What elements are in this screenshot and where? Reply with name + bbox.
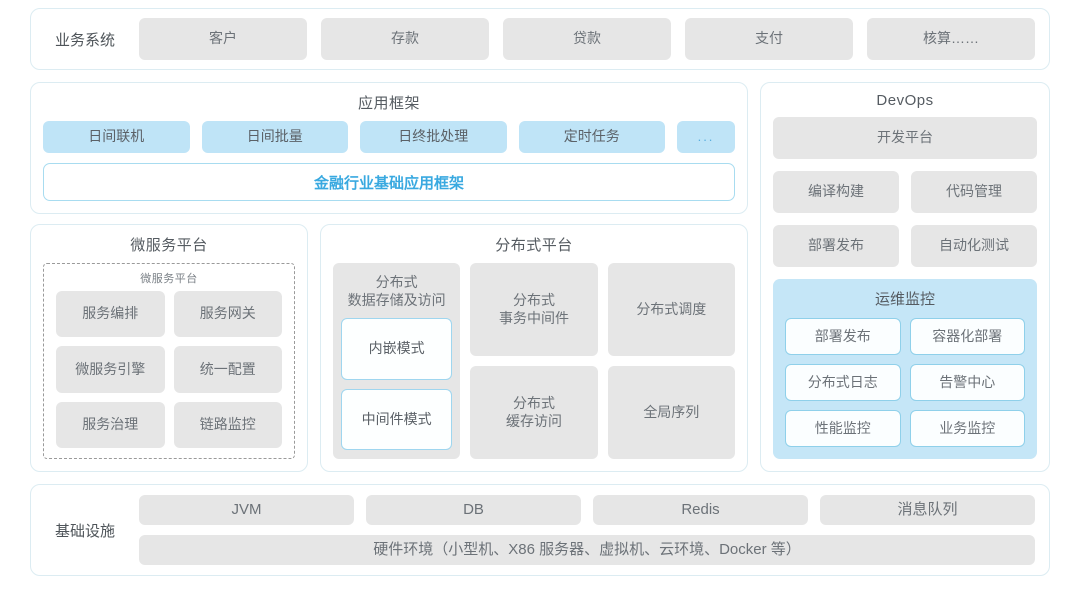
distributed-scheduling[interactable]: 分布式调度: [607, 263, 735, 356]
business-system-item[interactable]: 存款: [321, 18, 489, 60]
app-framework-chip[interactable]: 定时任务: [518, 121, 665, 153]
microservice-item[interactable]: 服务网关: [173, 291, 282, 338]
application-framework-chips: 日间联机 日间批量 日终批处理 定时任务 ...: [43, 121, 735, 153]
ops-monitor-item[interactable]: 业务监控: [909, 410, 1025, 447]
dist-col2-line1: 分布式: [512, 292, 555, 308]
devops-body: DevOps 开发平台 编译构建 代码管理 部署发布 自动化测试 运维监控 部署…: [761, 83, 1049, 471]
microservice-item[interactable]: 服务编排: [56, 291, 165, 338]
devops-pair-row: 编译构建 代码管理: [773, 171, 1037, 213]
business-systems-section: 业务系统 客户 存款 贷款 支付 核算……: [30, 8, 1050, 70]
business-systems-label: 业务系统: [54, 31, 115, 49]
devops-item-auto-test[interactable]: 自动化测试: [911, 225, 1037, 267]
ops-monitoring-grid: 部署发布 容器化部署 分布式日志 告警中心 性能监控 业务监控: [785, 318, 1025, 447]
devops-title: DevOps: [876, 92, 934, 109]
dist-col2-line2: 事务中间件: [498, 309, 569, 326]
infrastructure-item-redis[interactable]: Redis: [593, 495, 808, 525]
devops-panel: DevOps 开发平台 编译构建 代码管理 部署发布 自动化测试 运维监控 部署…: [760, 82, 1050, 472]
distributed-cache-access[interactable]: 分布式 缓存访问: [470, 366, 598, 459]
ops-monitoring-title: 运维监控: [874, 291, 935, 308]
ops-monitor-item[interactable]: 分布式日志: [785, 364, 901, 401]
devops-item-build[interactable]: 编译构建: [773, 171, 899, 213]
middle-zone: 应用框架 日间联机 日间批量 日终批处理 定时任务 ... 金融行业基础应用框架…: [30, 82, 1050, 472]
distributed-storage-label: 分布式 数据存储及访问: [348, 273, 446, 309]
microservice-dashed-box: 微服务平台 服务编排 服务网关 微服务引擎 统一配置 服务治理 链路监控: [43, 263, 295, 459]
distributed-storage-column: 分布式 数据存储及访问 内嵌模式 中间件模式: [333, 263, 461, 459]
app-framework-chip[interactable]: 日终批处理: [360, 121, 507, 153]
microservice-inner-title: 微服务平台: [140, 273, 198, 285]
business-system-item[interactable]: 核算……: [867, 18, 1035, 60]
infrastructure-body: JVM DB Redis 消息队列 硬件环境（小型机、X86 服务器、虚拟机、云…: [139, 495, 1035, 565]
infrastructure-items: JVM DB Redis 消息队列: [139, 495, 1035, 525]
ops-monitor-item[interactable]: 容器化部署: [909, 318, 1025, 355]
distributed-transaction-middleware[interactable]: 分布式 事务中间件: [470, 263, 598, 356]
app-framework-chip[interactable]: 日间批量: [201, 121, 348, 153]
business-system-item[interactable]: 支付: [685, 18, 853, 60]
infrastructure-section: 基础设施 JVM DB Redis 消息队列 硬件环境（小型机、X86 服务器、…: [30, 484, 1050, 576]
distributed-storage-label-line1: 分布式: [375, 274, 418, 290]
devops-dev-platform[interactable]: 开发平台: [773, 117, 1037, 159]
devops-pair-row: 部署发布 自动化测试: [773, 225, 1037, 267]
microservice-item[interactable]: 统一配置: [173, 346, 282, 393]
microservice-items-grid: 服务编排 服务网关 微服务引擎 统一配置 服务治理 链路监控: [44, 291, 294, 448]
global-sequence[interactable]: 全局序列: [607, 366, 735, 459]
microservice-item[interactable]: 链路监控: [173, 401, 282, 448]
infrastructure-item-db[interactable]: DB: [366, 495, 581, 525]
dist-col2-line1: 分布式: [512, 395, 555, 411]
microservice-platform-title: 微服务平台: [130, 237, 208, 254]
hardware-environment-row: 硬件环境（小型机、X86 服务器、虚拟机、云环境、Docker 等）: [139, 535, 1035, 565]
distributed-storage-mode[interactable]: 内嵌模式: [341, 318, 453, 380]
ops-monitoring-box: 运维监控 部署发布 容器化部署 分布式日志 告警中心 性能监控 业务监控: [773, 279, 1037, 459]
left-column: 应用框架 日间联机 日间批量 日终批处理 定时任务 ... 金融行业基础应用框架…: [30, 82, 748, 472]
distributed-storage-card[interactable]: 分布式 数据存储及访问 内嵌模式 中间件模式: [333, 263, 461, 459]
distributed-platform-body: 分布式 数据存储及访问 内嵌模式 中间件模式 分布式: [321, 263, 747, 471]
distributed-storage-mode[interactable]: 中间件模式: [341, 388, 453, 450]
distributed-middle-column: 分布式 事务中间件 分布式 缓存访问: [470, 263, 598, 459]
microservice-item[interactable]: 服务治理: [56, 401, 165, 448]
business-system-item[interactable]: 客户: [139, 18, 307, 60]
dist-col2-line2: 缓存访问: [505, 412, 562, 429]
distributed-platform-panel: 分布式平台 分布式 数据存储及访问 内嵌模式 中间件模式: [320, 224, 748, 472]
application-framework-panel: 应用框架 日间联机 日间批量 日终批处理 定时任务 ... 金融行业基础应用框架: [30, 82, 748, 214]
ops-monitor-item[interactable]: 告警中心: [909, 364, 1025, 401]
infrastructure-item-jvm[interactable]: JVM: [139, 495, 354, 525]
devops-item-deploy[interactable]: 部署发布: [773, 225, 899, 267]
business-systems-items: 客户 存款 贷款 支付 核算……: [139, 18, 1035, 60]
application-framework-title: 应用框架: [357, 95, 420, 112]
business-system-item[interactable]: 贷款: [503, 18, 671, 60]
distributed-platform-title: 分布式平台: [495, 237, 573, 254]
foundation-framework-bar[interactable]: 金融行业基础应用框架: [43, 163, 735, 201]
ops-monitor-item[interactable]: 性能监控: [785, 410, 901, 447]
distributed-right-column: 分布式调度 全局序列: [607, 263, 735, 459]
app-framework-chip[interactable]: 日间联机: [43, 121, 190, 153]
ops-monitor-item[interactable]: 部署发布: [785, 318, 901, 355]
devops-item-code-management[interactable]: 代码管理: [911, 171, 1037, 213]
infrastructure-item-mq[interactable]: 消息队列: [820, 495, 1035, 525]
app-framework-more-chip[interactable]: ...: [677, 121, 735, 153]
microservice-item[interactable]: 微服务引擎: [56, 346, 165, 393]
microservice-platform-panel: 微服务平台 微服务平台 服务编排 服务网关 微服务引擎 统一配置 服务治理 链路…: [30, 224, 308, 472]
distributed-storage-label-line2: 数据存储及访问: [347, 292, 446, 309]
hardware-environment-bar[interactable]: 硬件环境（小型机、X86 服务器、虚拟机、云环境、Docker 等）: [139, 535, 1035, 565]
lower-middle-row: 微服务平台 微服务平台 服务编排 服务网关 微服务引擎 统一配置 服务治理 链路…: [30, 224, 748, 472]
infrastructure-label: 基础设施: [54, 522, 115, 540]
